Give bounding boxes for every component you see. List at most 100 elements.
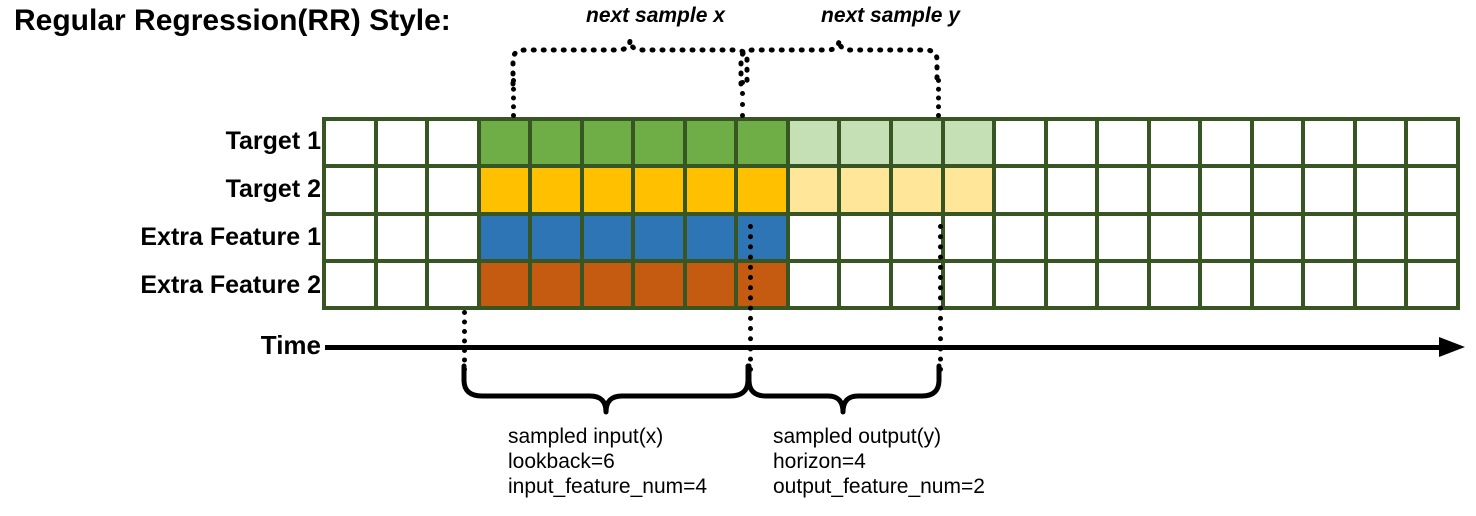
grid-cell-r1-c19: [1253, 121, 1302, 165]
axis-label-time: Time: [260, 330, 321, 360]
grid-cell-r1-c12: [893, 121, 941, 165]
grid-cell-r4-c14: [996, 262, 1044, 306]
grid-cell-r4-c20: [1305, 262, 1353, 306]
grid-cell-r1-c7: [635, 121, 683, 165]
grid-cell-r4-c13: [944, 262, 993, 306]
grid-cell-r3-c12: [893, 215, 941, 259]
grid-cell-r4-c5: [532, 262, 580, 306]
note-sampled-input-line3: input_feature_num=4: [508, 475, 708, 498]
grid-cell-r2-c22: [1408, 168, 1456, 212]
grid-cell-r3-c15: [1047, 215, 1096, 259]
grid-cell-r3-c1: [326, 215, 374, 259]
grid-cell-r1-c21: [1356, 121, 1405, 165]
row-label-extra-feature-1: Extra Feature 1: [140, 223, 321, 251]
grid-cell-r2-c20: [1305, 168, 1353, 212]
grid-cell-r2-c21: [1356, 168, 1405, 212]
grid-cell-r1-c16: [1099, 121, 1147, 165]
grid-cell-r4-c10: [789, 262, 838, 306]
grid-cell-r1-c13: [944, 121, 993, 165]
grid-cell-r3-c17: [1150, 215, 1199, 259]
grid-cell-r3-c11: [841, 215, 889, 259]
grid-cell-r2-c3: [429, 168, 477, 212]
bottom-brace-sampled-output: [746, 363, 942, 415]
row-label-extra-feature-2: Extra Feature 2: [140, 271, 321, 299]
grid-cell-r2-c13: [944, 168, 993, 212]
grid-cell-r4-c9: [738, 262, 786, 306]
grid-cell-r1-c22: [1408, 121, 1456, 165]
grid-cell-r2-c11: [841, 168, 889, 212]
grid-cell-r1-c8: [686, 121, 735, 165]
grid-cell-r2-c12: [893, 168, 941, 212]
grid-cell-r1-c5: [532, 121, 580, 165]
grid-cell-r4-c8: [686, 262, 735, 306]
grid-cell-r3-c16: [1099, 215, 1147, 259]
grid-cell-r3-c10: [789, 215, 838, 259]
time-axis-arrowhead-icon: [1439, 337, 1465, 357]
grid-cell-r2-c14: [996, 168, 1044, 212]
grid-cell-r4-c4: [480, 262, 529, 306]
grid-cell-r4-c1: [326, 262, 374, 306]
grid-cell-r4-c18: [1202, 262, 1250, 306]
grid-cell-r4-c21: [1356, 262, 1405, 306]
grid-cell-r3-c13: [944, 215, 993, 259]
note-sampled-output-line2: horizon=4: [773, 450, 866, 473]
grid-cell-r2-c16: [1099, 168, 1147, 212]
timeseries-grid: [322, 117, 1460, 310]
note-sampled-output: sampled output(y) horizon=4 output_featu…: [773, 424, 985, 499]
time-axis-line: [325, 345, 1445, 350]
grid-cell-r4-c2: [377, 262, 426, 306]
dotted-guide-input-start-top: [511, 78, 516, 118]
grid-cell-r1-c11: [841, 121, 889, 165]
dotted-guide-input-start-bottom: [462, 310, 467, 372]
grid-cell-r3-c5: [532, 215, 580, 259]
row-label-target-2: Target 2: [225, 175, 321, 203]
note-sampled-input-line2: lookback=6: [508, 450, 615, 473]
grid-cell-r3-c4: [480, 215, 529, 259]
grid-cell-r2-c4: [480, 168, 529, 212]
grid-cell-r3-c6: [583, 215, 632, 259]
top-brace-label-next-sample-x: next sample x: [586, 4, 725, 27]
grid-cell-r2-c1: [326, 168, 374, 212]
grid-cell-r2-c8: [686, 168, 735, 212]
grid-cell-r3-c18: [1202, 215, 1250, 259]
grid-cell-r4-c17: [1150, 262, 1199, 306]
grid-cell-r3-c3: [429, 215, 477, 259]
grid-cell-r3-c19: [1253, 215, 1302, 259]
dotted-guide-output-end-bottom: [938, 224, 943, 372]
grid-cell-r3-c7: [635, 215, 683, 259]
grid-cell-r2-c2: [377, 168, 426, 212]
note-sampled-output-line1: sampled output(y): [773, 425, 942, 448]
grid-cell-r2-c17: [1150, 168, 1199, 212]
grid-cell-r3-c20: [1305, 215, 1353, 259]
grid-cell-r2-c5: [532, 168, 580, 212]
grid-cell-r1-c2: [377, 121, 426, 165]
grid-cell-r2-c9: [738, 168, 786, 212]
grid-cell-r2-c15: [1047, 168, 1096, 212]
dotted-guide-input-end-top: [740, 80, 745, 118]
top-brace-next-sample-x: [510, 39, 750, 87]
row-label-target-1: Target 1: [225, 127, 321, 155]
grid-cell-r4-c19: [1253, 262, 1302, 306]
grid-cell-r2-c19: [1253, 168, 1302, 212]
note-sampled-input: sampled input(x) lookback=6 input_featur…: [508, 424, 707, 499]
grid-cell-r2-c7: [635, 168, 683, 212]
grid-cell-r2-c10: [789, 168, 838, 212]
grid-cell-r1-c14: [996, 121, 1044, 165]
top-brace-label-next-sample-y: next sample y: [821, 4, 960, 27]
grid-cell-r3-c14: [996, 215, 1044, 259]
grid-cell-r1-c15: [1047, 121, 1096, 165]
grid-cell-r4-c12: [893, 262, 941, 306]
grid-cell-r1-c6: [583, 121, 632, 165]
grid-cell-r4-c15: [1047, 262, 1096, 306]
grid-cell-r4-c16: [1099, 262, 1147, 306]
dotted-guide-output-end-top: [936, 78, 941, 118]
grid-cell-r4-c3: [429, 262, 477, 306]
note-sampled-output-line3: output_feature_num=2: [773, 475, 985, 498]
grid-cell-r4-c6: [583, 262, 632, 306]
grid-cell-r1-c1: [326, 121, 374, 165]
grid-cell-r1-c18: [1202, 121, 1250, 165]
grid-cell-r4-c11: [841, 262, 889, 306]
grid-cell-r2-c6: [583, 168, 632, 212]
dotted-guide-input-end-bottom: [748, 224, 753, 372]
